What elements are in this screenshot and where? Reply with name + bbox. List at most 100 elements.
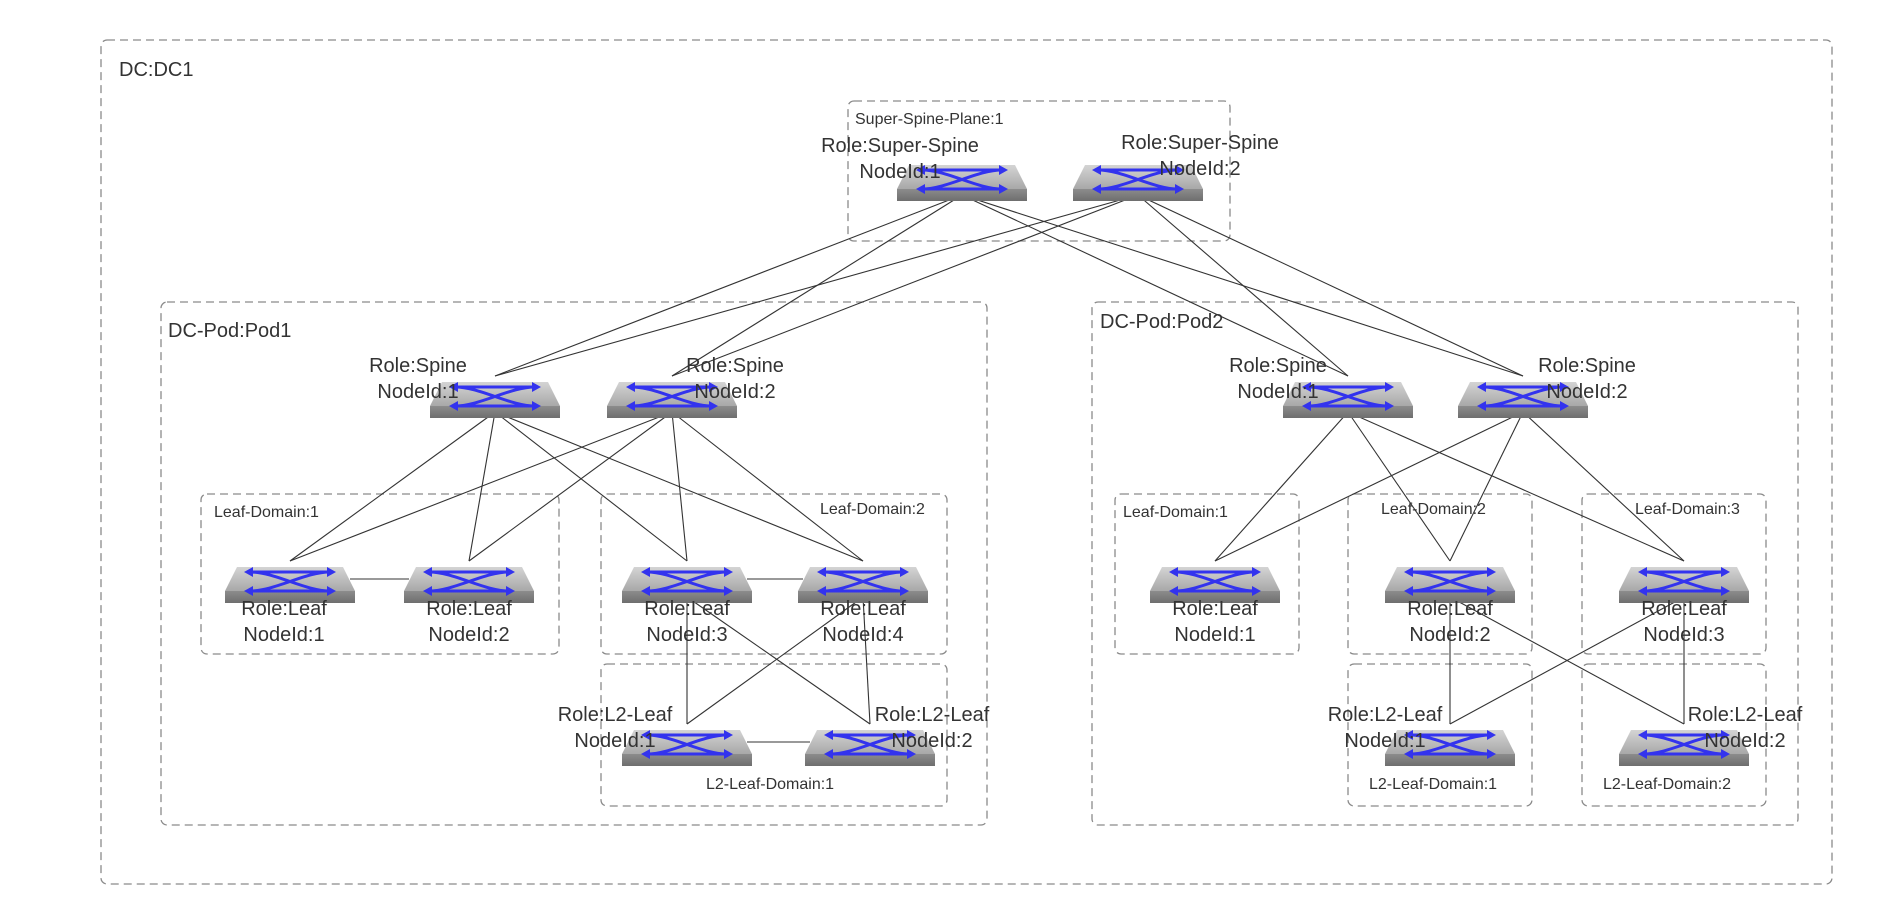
- node-p2l3-role: Role:Leaf: [1641, 598, 1727, 620]
- link-p1s2-p1l2: [468, 411, 673, 562]
- pod1-label: DC-Pod:Pod1: [168, 320, 291, 342]
- node-p2l2l1-nodeid: NodeId:1: [1344, 730, 1425, 752]
- link-p1l4-p1l2l2: [862, 596, 871, 725]
- node-p1l2l1-nodeid: NodeId:1: [574, 730, 655, 752]
- pod1-l2-leaf-domain-1-label: L2-Leaf-Domain:1: [706, 776, 834, 793]
- pod1-leaf-domain-2-border: [600, 493, 948, 655]
- pod1-leaf-domain-2-group: Leaf-Domain:2: [600, 493, 948, 655]
- pod2-group: DC-Pod:Pod2: [1091, 301, 1799, 826]
- node-p2l1-role: Role:Leaf: [1172, 598, 1258, 620]
- pod2-l2-leaf-domain-1-label: L2-Leaf-Domain:1: [1369, 776, 1497, 793]
- link-p1s2-p1l1: [289, 411, 673, 562]
- link-p2s2-p2l3: [1522, 411, 1685, 562]
- node-p2s2-role: Role:Spine: [1538, 355, 1636, 377]
- node-p2l2l2-role: Role:L2-Leaf: [1688, 704, 1803, 726]
- pod1-border: [160, 301, 988, 826]
- link-p1l3-p1l2l2: [686, 596, 871, 725]
- pod1-leaf-domain-1-label: Leaf-Domain:1: [214, 504, 319, 521]
- pod2-leaf-domain-2-group: Leaf-Domain:2: [1347, 493, 1533, 655]
- node-ss1-role: Role:Super-Spine: [821, 135, 979, 157]
- node-p1l2l2-role: Role:L2-Leaf: [875, 704, 990, 726]
- pod2-l2-leaf-domain-2-border: [1581, 663, 1767, 807]
- pod2-l2-leaf-domain-2-label: L2-Leaf-Domain:2: [1603, 776, 1731, 793]
- super-spine-plane-group: Super-Spine-Plane:1: [847, 100, 1231, 242]
- node-p2s2-nodeid: NodeId:2: [1546, 381, 1627, 403]
- links-layer: [289, 194, 1685, 743]
- super-spine-plane-label: Super-Spine-Plane:1: [855, 111, 1004, 128]
- pod2-leaf-domain-2-label: Leaf-Domain:2: [1381, 501, 1486, 518]
- link-ss2-p1s1: [494, 194, 1139, 377]
- node-p2l3-nodeid: NodeId:3: [1643, 624, 1724, 646]
- node-p2l2l2-nodeid: NodeId:2: [1704, 730, 1785, 752]
- pod2-l2-leaf-domain-1-border: [1347, 663, 1533, 807]
- node-p2l2l1-role: Role:L2-Leaf: [1328, 704, 1443, 726]
- node-p1l4-role: Role:Leaf: [820, 598, 906, 620]
- nodes-layer: Role:Super-SpineNodeId:1Role:Super-Spine…: [223, 132, 1803, 768]
- node-ss2-role: Role:Super-Spine: [1121, 132, 1279, 154]
- node-p1l1-nodeid: NodeId:1: [243, 624, 324, 646]
- pod1-leaf-domain-1-border: [200, 493, 560, 655]
- pod2-label: DC-Pod:Pod2: [1100, 311, 1223, 333]
- link-p1s1-p1l1: [289, 411, 496, 562]
- link-p2s2-p2l2: [1449, 411, 1524, 562]
- dc-group-border: [100, 39, 1833, 885]
- node-p2l2-role: Role:Leaf: [1407, 598, 1493, 620]
- node-p1l2-role: Role:Leaf: [426, 598, 512, 620]
- pod2-leaf-domain-3-group: Leaf-Domain:3: [1581, 493, 1767, 655]
- link-p1s1-p1l3: [494, 411, 688, 562]
- link-p1l4-p1l2l1: [686, 596, 864, 725]
- node-p1s2-nodeid: NodeId:2: [694, 381, 775, 403]
- link-p2s1-p2l2: [1347, 411, 1451, 562]
- link-p2s1-p2l1: [1214, 411, 1349, 562]
- link-p2s2-p2l1: [1214, 411, 1524, 562]
- pod2-leaf-domain-2-border: [1347, 493, 1533, 655]
- link-ss2-p1s2: [671, 194, 1139, 377]
- pod1-leaf-domain-1-group: Leaf-Domain:1: [200, 493, 560, 655]
- pod1-l2-leaf-domain-1-group: L2-Leaf-Domain:1: [600, 663, 948, 807]
- node-p1l4-nodeid: NodeId:4: [822, 624, 903, 646]
- link-ss2-p2s1: [1137, 194, 1349, 377]
- node-ss1-nodeid: NodeId:1: [859, 161, 940, 183]
- node-p1l3-role: Role:Leaf: [644, 598, 730, 620]
- pod1-group: DC-Pod:Pod1: [160, 301, 988, 826]
- link-p2l3-p2l2l1: [1449, 596, 1685, 725]
- link-ss2-p2s2: [1137, 194, 1524, 377]
- link-p1s2-p1l4: [671, 411, 864, 562]
- node-p1s2-role: Role:Spine: [686, 355, 784, 377]
- node-p1s1-nodeid: NodeId:1: [377, 381, 458, 403]
- link-p2s1-p2l3: [1347, 411, 1685, 562]
- node-p1s1-role: Role:Spine: [369, 355, 467, 377]
- node-p2l1-nodeid: NodeId:1: [1174, 624, 1255, 646]
- pod2-l2-leaf-domain-1-group: L2-Leaf-Domain:1: [1347, 663, 1533, 807]
- pod2-l2-leaf-domain-2-group: L2-Leaf-Domain:2: [1581, 663, 1767, 807]
- pod2-leaf-domain-3-label: Leaf-Domain:3: [1635, 501, 1740, 518]
- node-p1l2-nodeid: NodeId:2: [428, 624, 509, 646]
- dc-label: DC:DC1: [119, 59, 193, 81]
- link-ss1-p2s1: [961, 194, 1349, 377]
- node-p1l3-nodeid: NodeId:3: [646, 624, 727, 646]
- pod2-leaf-domain-1-label: Leaf-Domain:1: [1123, 504, 1228, 521]
- pod1-l2-leaf-domain-1-border: [600, 663, 948, 807]
- pod2-leaf-domain-1-group: Leaf-Domain:1: [1114, 493, 1300, 655]
- super-spine-plane-border: [847, 100, 1231, 242]
- node-p2s1-nodeid: NodeId:1: [1237, 381, 1318, 403]
- node-p2l2-nodeid: NodeId:2: [1409, 624, 1490, 646]
